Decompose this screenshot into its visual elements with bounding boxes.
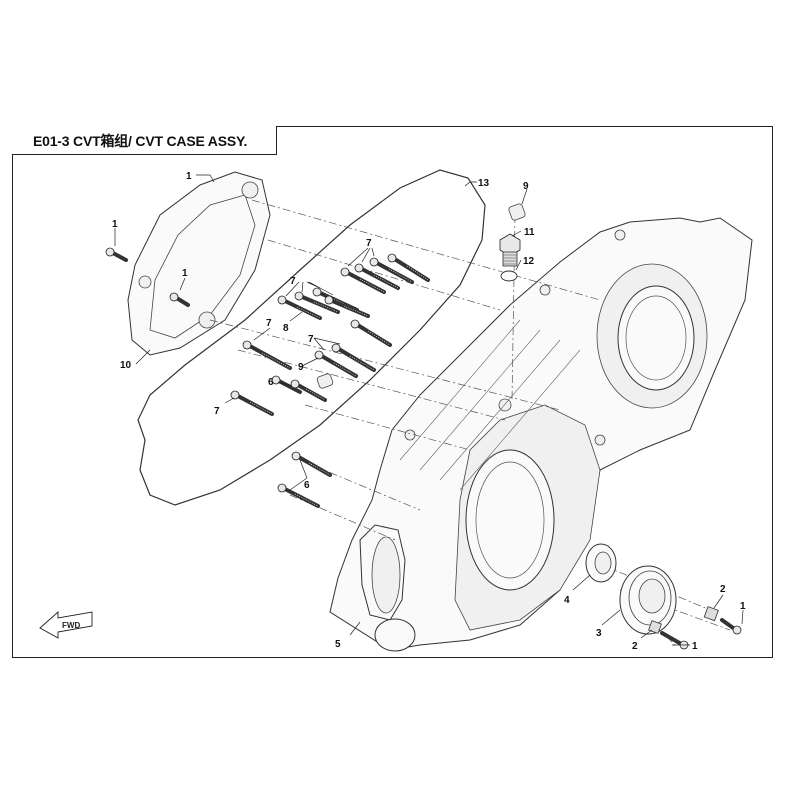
washer-part-12	[500, 270, 518, 282]
gasket-part-13	[137, 169, 486, 506]
bolt	[369, 257, 414, 284]
callout-7: 7	[290, 276, 296, 287]
bolt	[277, 483, 320, 508]
callout-2: 2	[632, 641, 638, 652]
bolt	[242, 340, 292, 370]
bolt	[169, 292, 190, 307]
callout-8: 8	[283, 323, 289, 334]
cvt-case-part-5	[329, 217, 753, 652]
callout-4: 4	[564, 595, 570, 606]
bolt	[720, 618, 742, 635]
diagram-title: E01-3 CVT箱组/ CVT CASE ASSY.	[33, 133, 248, 149]
callout-10: 10	[120, 360, 132, 371]
drain-plug-part-11	[499, 233, 521, 267]
bolt	[294, 291, 340, 314]
callout-7: 7	[266, 318, 272, 329]
oil-seal-part-4	[585, 543, 617, 583]
callout-1: 1	[182, 268, 188, 279]
bolt	[324, 295, 370, 318]
dowel-pins	[316, 203, 526, 389]
cover-part-10	[127, 171, 271, 356]
callout-1: 1	[186, 171, 192, 182]
callout-3: 3	[596, 628, 602, 639]
diagram-frame	[12, 126, 773, 658]
bolt	[354, 263, 400, 290]
callout-9: 9	[298, 362, 304, 373]
callout-12: 12	[523, 256, 535, 267]
callout-labels: 1 1 1 1 1 2 2 3 4 5 6 6 7 7 7 7 7 8 9 9 …	[112, 171, 746, 652]
callout-1: 1	[740, 601, 746, 612]
bolt	[290, 379, 327, 402]
bolt	[340, 267, 386, 294]
callout-7: 7	[214, 406, 220, 417]
forward-arrow-icon: FWD	[39, 610, 93, 639]
callout-5: 5	[335, 639, 341, 650]
bolt	[314, 350, 358, 378]
fwd-label: FWD	[62, 621, 80, 630]
bolt	[331, 343, 376, 372]
bolt	[230, 390, 274, 416]
leader-lines	[114, 174, 744, 646]
callout-6: 6	[304, 480, 310, 491]
callout-1: 1	[692, 641, 698, 652]
bolt	[387, 253, 430, 282]
callout-7: 7	[366, 238, 372, 249]
title-box	[12, 126, 277, 155]
callout-7: 7	[308, 334, 314, 345]
callout-11: 11	[524, 227, 535, 238]
washer-part-2	[703, 606, 719, 622]
bolt	[291, 451, 332, 477]
callout-6: 6	[268, 377, 274, 388]
callout-2: 2	[720, 584, 726, 595]
bolt	[660, 631, 689, 650]
bolt	[350, 319, 392, 347]
callout-9: 9	[523, 181, 529, 192]
callout-1: 1	[112, 219, 118, 230]
bearing-part-3	[619, 565, 677, 635]
bolt	[105, 247, 128, 262]
bolt	[277, 295, 322, 320]
callout-13: 13	[478, 178, 490, 189]
